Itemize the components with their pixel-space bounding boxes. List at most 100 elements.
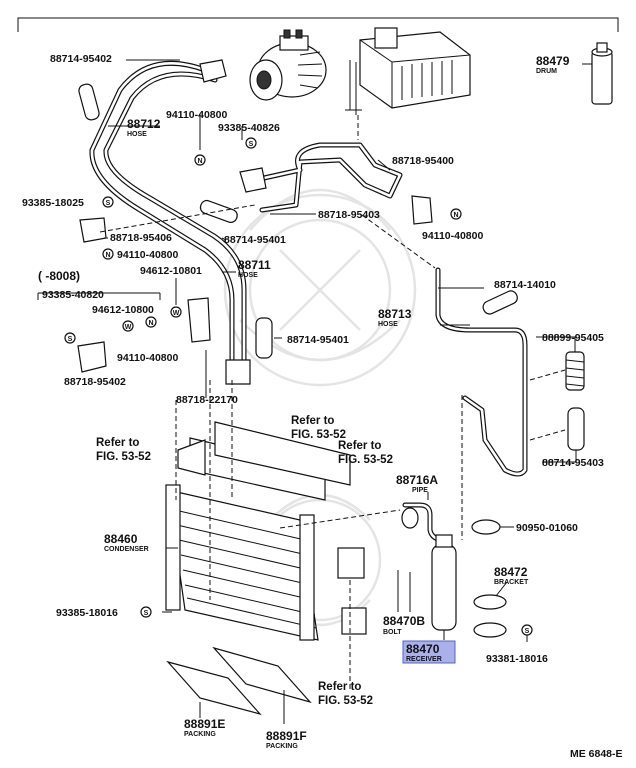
clamp-88718-95402-icon[interactable] [77, 341, 107, 373]
part-number-label[interactable]: 88713 [378, 307, 412, 321]
diagram-frame [17, 17, 619, 32]
diagram-code: ME 6848-E [570, 748, 623, 760]
hose-fitting-icon [199, 59, 227, 83]
part-number-label[interactable]: 88899-95405 [542, 332, 604, 344]
nut-symbol-icon: N [145, 316, 157, 328]
part-name-label: PACKING [184, 731, 216, 738]
part-name-label: DRUM [536, 68, 557, 75]
reference-note[interactable]: Refer to [96, 437, 139, 449]
clamp-88718-95403-icon[interactable] [239, 167, 267, 193]
svg-text:S: S [525, 628, 530, 635]
part-number-label[interactable]: 88470B [383, 614, 425, 628]
part-number-label[interactable]: 88718-22170 [176, 394, 238, 406]
washer-symbol-icon: W [122, 320, 134, 332]
reference-note[interactable]: FIG. 53-52 [338, 454, 393, 466]
part-number-label[interactable]: 88711 [238, 258, 271, 272]
plug-90950-01060-icon[interactable] [471, 519, 501, 535]
hose-88713-icon[interactable] [435, 267, 528, 477]
reference-note[interactable]: FIG. 53-52 [96, 451, 151, 463]
screw-symbol-icon: S [521, 624, 533, 636]
part-name-label: CONDENSER [104, 546, 149, 553]
part-number-label[interactable]: 93385-18016 [56, 607, 118, 619]
part-number-label[interactable]: 88714-95401 [224, 234, 286, 246]
clamp-88718-22170-icon[interactable] [187, 297, 211, 343]
part-number-label[interactable]: 93381-18016 [486, 653, 548, 665]
part-number-label[interactable]: 88712 [127, 117, 161, 131]
part-number-label[interactable]: 88891F [266, 729, 307, 743]
nut-symbol-icon: N [450, 208, 462, 220]
svg-text:N: N [105, 252, 110, 259]
screw-symbol-icon: S [102, 196, 114, 208]
clamp-88718-95406-icon[interactable] [79, 217, 107, 243]
part-number-label[interactable]: 88718-95403 [318, 209, 380, 221]
hose-88712-icon[interactable] [89, 60, 235, 375]
hose-fitting-icon [225, 359, 251, 385]
bushing-88714-95402-icon[interactable] [78, 83, 101, 121]
part-number-label[interactable]: 93385-40826 [218, 122, 280, 134]
part-number-label[interactable]: 88716A [396, 473, 438, 487]
part-number-label[interactable]: ( -8008) [38, 269, 80, 283]
part-number-label[interactable]: 93385-18025 [22, 197, 84, 209]
part-number-label[interactable]: 90950-01060 [516, 522, 578, 534]
svg-text:S: S [144, 610, 149, 617]
packing-block-icon[interactable] [177, 421, 351, 501]
bushing-88714-95401-icon[interactable] [255, 317, 273, 359]
spacer-block-icon[interactable] [337, 547, 365, 579]
drum-icon[interactable] [591, 42, 613, 105]
pipe-88718-95403-icon[interactable] [252, 142, 403, 213]
part-number-label[interactable]: 88714-95401 [287, 334, 349, 346]
part-number-label[interactable]: 94612-10801 [140, 265, 202, 277]
packing-88891F-icon[interactable] [212, 646, 312, 704]
part-name-label: HOSE [378, 321, 398, 328]
bushing-88714-14010-icon[interactable] [481, 289, 519, 316]
part-number-label[interactable]: 88718-95400 [392, 155, 454, 167]
condenser-icon[interactable] [165, 484, 319, 641]
evaporator-unit-icon[interactable] [345, 27, 471, 115]
hose-88711-icon[interactable] [103, 71, 247, 369]
part-number-label[interactable]: 88714-14010 [494, 279, 556, 291]
svg-text:N: N [453, 212, 458, 219]
part-number-label[interactable]: 88472 [494, 565, 528, 579]
reference-note[interactable]: Refer to [318, 681, 361, 693]
part-name-label: PACKING [266, 743, 298, 750]
part-number-label[interactable]: 94110-40800 [422, 230, 483, 242]
part-number-label[interactable]: 94110-40800 [117, 352, 178, 364]
compressor-icon[interactable] [249, 29, 327, 101]
reference-note[interactable]: FIG. 53-52 [291, 429, 346, 441]
screw-symbol-icon: S [64, 332, 76, 344]
reference-note[interactable]: Refer to [291, 415, 334, 427]
spacer-block-icon[interactable] [341, 607, 367, 635]
screw-symbol-icon: S [140, 606, 152, 618]
part-name-label: HOSE [127, 131, 147, 138]
part-number-label[interactable]: 88479 [536, 54, 570, 68]
nut-symbol-icon: N [194, 154, 206, 166]
part-number-label[interactable]: 94110-40800 [166, 109, 227, 121]
svg-text:N: N [197, 158, 202, 165]
clamp-88718-95400-icon[interactable] [411, 195, 433, 225]
part-number-label[interactable]: 88714-95403 [542, 457, 604, 469]
dashed-connectors [99, 115, 566, 690]
bracket-88472-icon[interactable] [473, 594, 507, 638]
part-name-label: PIPE [412, 487, 428, 494]
reference-note[interactable]: FIG. 53-52 [318, 695, 373, 707]
svg-text:W: W [125, 324, 132, 331]
part-number-label[interactable]: 94110-40800 [117, 249, 178, 261]
part-number-label[interactable]: 88460 [104, 532, 138, 546]
part-number-label[interactable]: 94612-10800 [92, 304, 154, 316]
packing-88891E-icon[interactable] [166, 660, 262, 716]
part-number-label[interactable]: 88891E [184, 717, 225, 731]
part-number-label[interactable]: 88718-95406 [110, 232, 172, 244]
svg-text:S: S [68, 336, 73, 343]
nut-symbol-icon: N [102, 248, 114, 260]
reference-note[interactable]: Refer to [338, 440, 381, 452]
screw-symbol-icon: S [245, 137, 257, 149]
svg-text:S: S [106, 200, 111, 207]
part-number-label[interactable]: 88714-95402 [50, 53, 112, 65]
part-number-label[interactable]: 93385-40820 [42, 289, 104, 301]
svg-text:W: W [173, 310, 180, 317]
receiver-icon[interactable] [431, 534, 457, 631]
part-number-label[interactable]: 88718-95402 [64, 376, 126, 388]
bushing-88714-95403-icon[interactable] [567, 407, 585, 451]
part-number-label[interactable]: 88470 [406, 642, 440, 656]
